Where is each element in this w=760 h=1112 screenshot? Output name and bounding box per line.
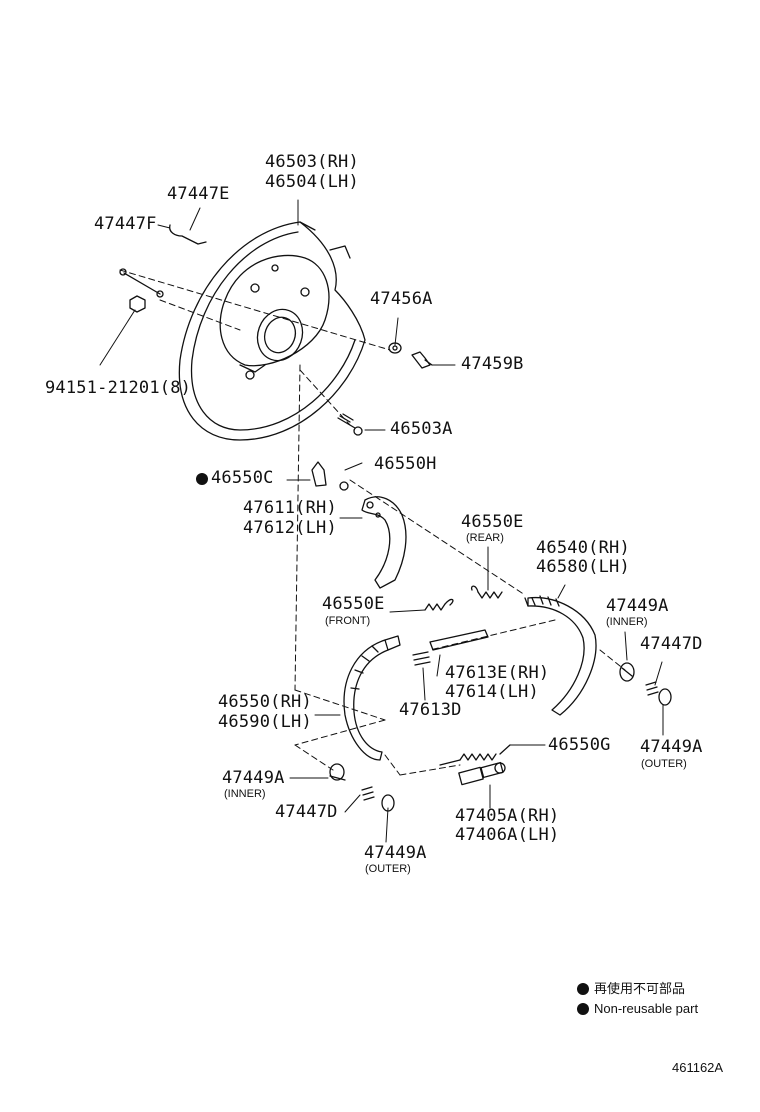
label-47447F: 47447F bbox=[94, 214, 157, 234]
cup-47449A-outer-left bbox=[381, 794, 395, 812]
non-reusable-dot-icon bbox=[196, 473, 208, 485]
bolt-47459B bbox=[411, 351, 433, 369]
label-46550G: 46550G bbox=[548, 735, 611, 755]
label-46504: 46504(LH) bbox=[265, 172, 359, 192]
spring-47447D-right bbox=[645, 681, 659, 696]
label-47456A: 47456A bbox=[370, 289, 433, 309]
label-47613D: 47613D bbox=[399, 700, 462, 720]
label-47447D-left: 47447D bbox=[275, 802, 338, 822]
sublabel-inner-right: (INNER) bbox=[606, 616, 648, 628]
label-47614: 47614(LH) bbox=[445, 682, 539, 702]
bolt-46503A bbox=[337, 413, 363, 436]
shoe-46540 bbox=[524, 595, 597, 716]
label-47613E: 47613E(RH) bbox=[445, 663, 550, 683]
label-47612: 47612(LH) bbox=[243, 518, 337, 538]
adjuster-47405A bbox=[458, 761, 506, 786]
label-47447E: 47447E bbox=[167, 184, 230, 204]
sublabel-inner-left: (INNER) bbox=[224, 788, 266, 800]
label-47405A: 47405A(RH) bbox=[455, 806, 560, 826]
legend-dot-icon-jp bbox=[577, 983, 589, 995]
spring-47447D-left bbox=[361, 786, 375, 801]
label-47449A-inner-right: 47449A bbox=[606, 596, 669, 616]
label-46540: 46540(RH) bbox=[536, 538, 630, 558]
sublabel-outer-right: (OUTER) bbox=[641, 758, 687, 770]
label-47459B: 47459B bbox=[461, 354, 524, 374]
lever-47611 bbox=[361, 496, 407, 589]
label-46550E-front: 46550E bbox=[322, 594, 385, 614]
label-47447D-right: 47447D bbox=[640, 634, 703, 654]
label-47406A: 47406A(LH) bbox=[455, 825, 560, 845]
label-46550: 46550(RH) bbox=[218, 692, 312, 712]
label-47449A-outer-left: 47449A bbox=[364, 843, 427, 863]
label-47611: 47611(RH) bbox=[243, 498, 337, 518]
label-46503: 46503(RH) bbox=[265, 152, 359, 172]
assembly-dash-lines bbox=[119, 269, 626, 776]
strut-47613E bbox=[429, 629, 489, 651]
label-46550E-rear: 46550E bbox=[461, 512, 524, 532]
cup-47449A-inner-right bbox=[619, 662, 635, 682]
label-47449A-outer-right: 47449A bbox=[640, 737, 703, 757]
spring-46550E-rear bbox=[470, 585, 503, 599]
shoe-46550 bbox=[343, 635, 401, 761]
label-46550C: 46550C bbox=[211, 468, 274, 488]
cable-47447F bbox=[119, 268, 164, 298]
sublabel-front: (FRONT) bbox=[325, 615, 371, 627]
cup-47449A-inner-left bbox=[329, 763, 346, 781]
label-46550H: 46550H bbox=[374, 454, 437, 474]
sublabel-rear: (REAR) bbox=[466, 532, 504, 544]
legend-en: Non-reusable part bbox=[594, 1001, 699, 1016]
spring-46550G bbox=[439, 744, 511, 766]
label-47449A-inner-left: 47449A bbox=[222, 768, 285, 788]
clip-46550C bbox=[311, 461, 327, 487]
leader-lines bbox=[99, 199, 664, 843]
wire-47447E bbox=[169, 224, 207, 245]
nut-94151 bbox=[129, 295, 146, 313]
label-46590: 46590(LH) bbox=[218, 712, 312, 732]
legend-jp: 再使用不可部品 bbox=[594, 981, 686, 996]
sublabel-outer-left: (OUTER) bbox=[365, 863, 411, 875]
label-94151: 94151-21201(8) bbox=[45, 378, 192, 398]
cup-47449A-outer-right bbox=[658, 688, 672, 706]
spring-46550E-front bbox=[424, 598, 454, 611]
label-46503A: 46503A bbox=[390, 419, 453, 439]
washer-47456A bbox=[388, 342, 402, 354]
label-46580: 46580(LH) bbox=[536, 557, 630, 577]
diagram-code: 461162A bbox=[672, 1060, 724, 1075]
spring-47613D bbox=[412, 651, 431, 666]
washer-46550H bbox=[339, 481, 349, 491]
backing-plate bbox=[178, 221, 366, 441]
legend-dot-icon-en bbox=[577, 1003, 589, 1015]
